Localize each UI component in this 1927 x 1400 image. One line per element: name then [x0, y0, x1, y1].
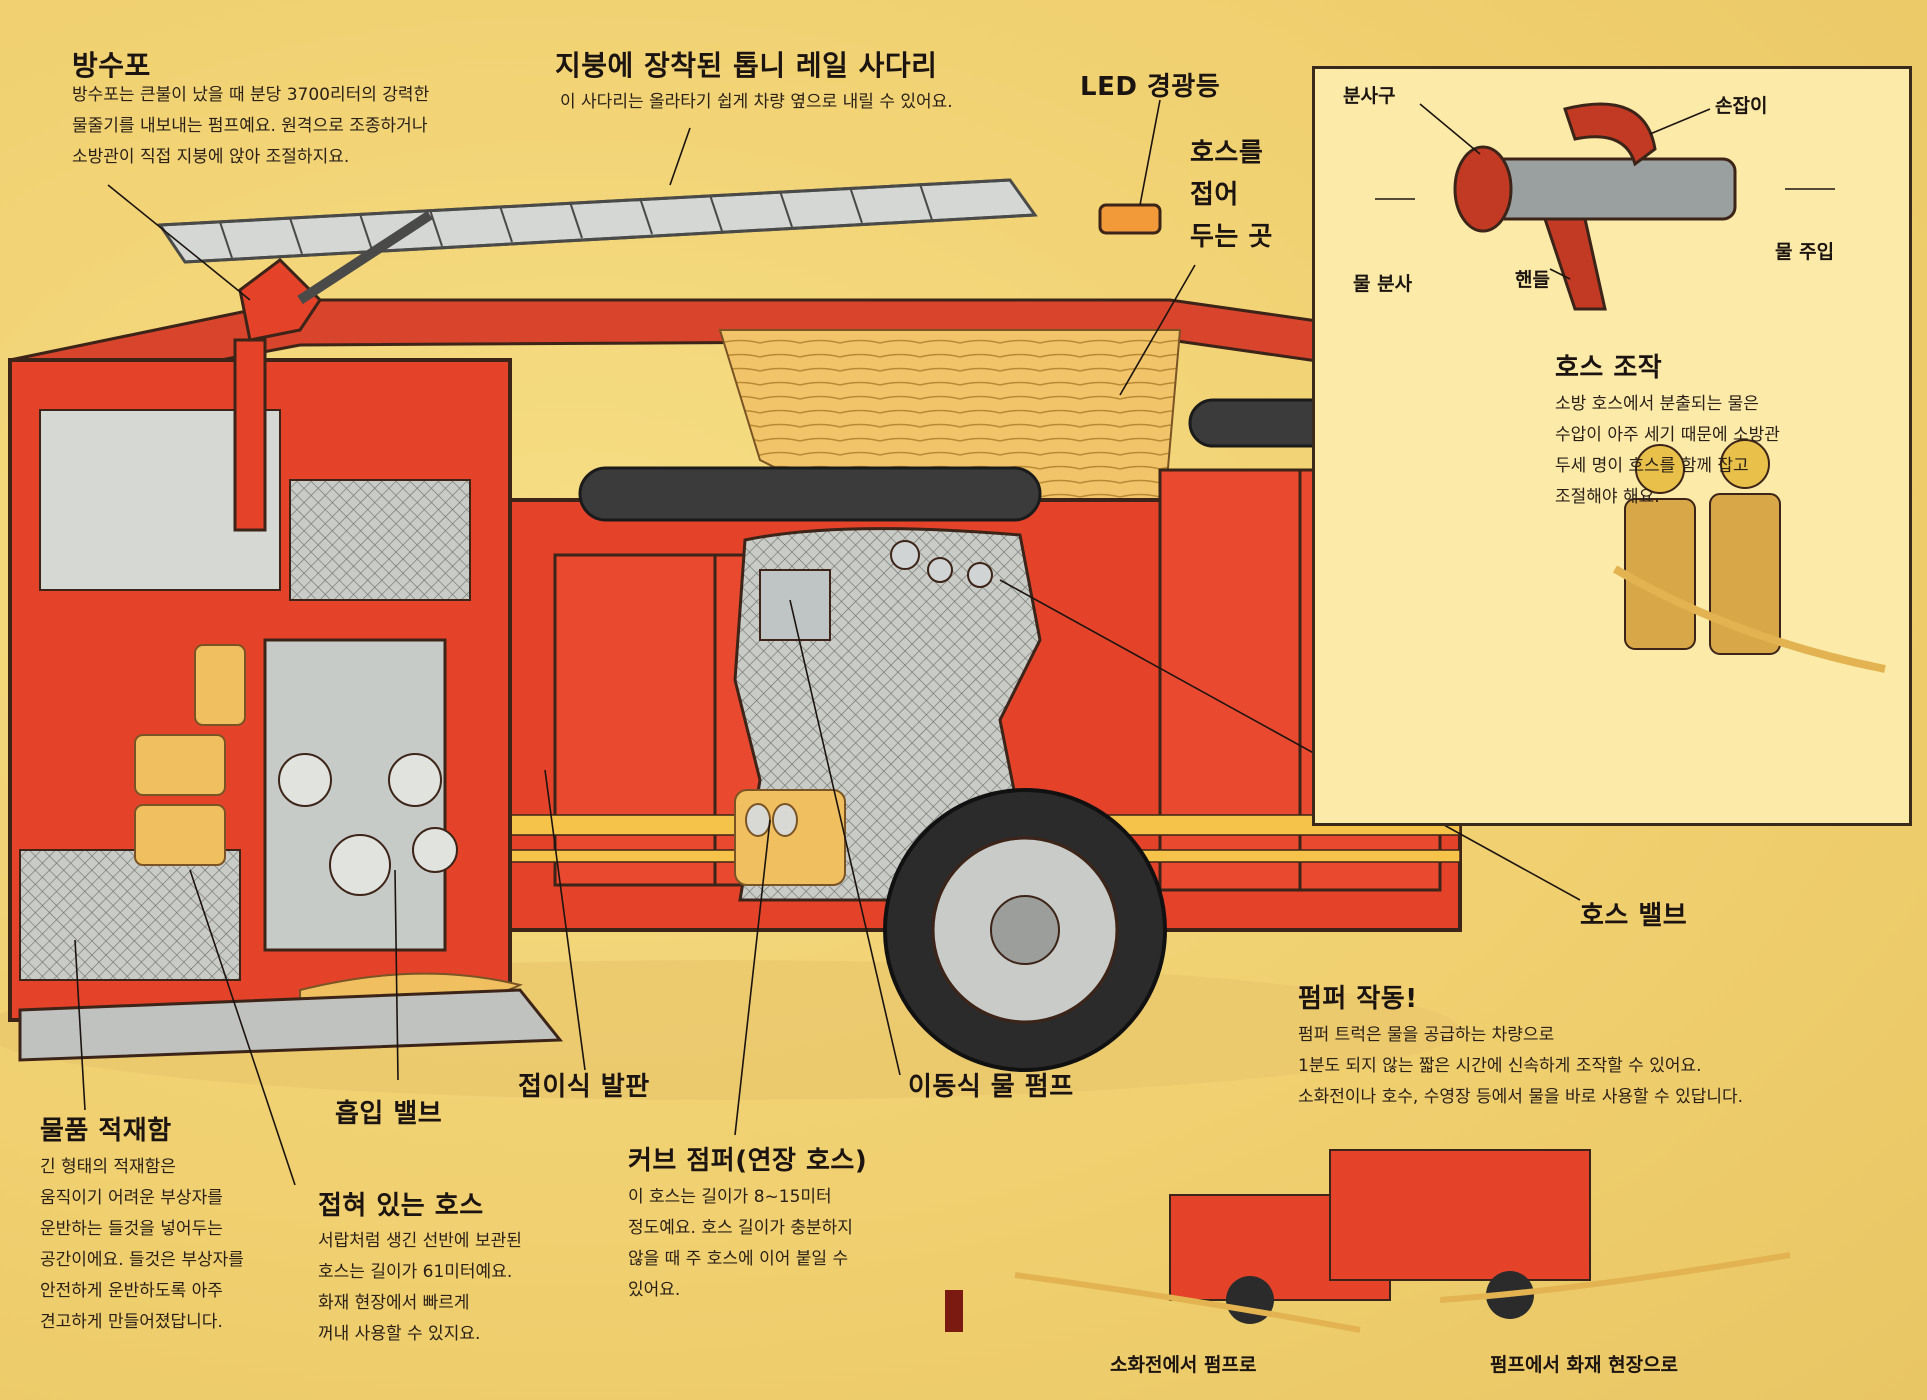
rear-wheel: [883, 788, 1167, 1072]
storage-line: 공간이에요. 들것은 부상자를: [40, 1250, 244, 1270]
hose-valve-title: 호스 밸브: [1580, 901, 1688, 931]
water-cannon-line: 방수포는 큰불이 났을 때 분당 3700리터의 강력한: [72, 85, 430, 105]
label-handle: 핸들: [1515, 269, 1550, 291]
curb-jumper-body: 이 호스는 길이가 8~15미터 정도예요. 호스 길이가 충분하지 않을 때 …: [628, 1182, 853, 1306]
hose-bed-line: 접어: [1190, 180, 1239, 210]
intake-valve-title: 흡입 밸브: [335, 1099, 443, 1129]
ladder-title: 지붕에 장착된 톱니 레일 사다리: [555, 49, 938, 82]
folding-step-title: 접이식 발판: [518, 1072, 650, 1102]
hose-operation-line: 두세 명이 호스를 함께 잡고: [1555, 456, 1749, 476]
storage-body: 긴 형태의 적재함은 움직이기 어려운 부상자를 운반하는 들것을 넣어두는 공…: [40, 1152, 244, 1338]
folded-hose-line: 꺼내 사용할 수 있지요.: [318, 1324, 481, 1344]
water-cannon-title: 방수포: [72, 49, 151, 82]
hose-operation-body: 소방 호스에서 분출되는 물은 수압이 아주 세기 때문에 소방관 두세 명이 …: [1555, 389, 1780, 513]
hose-operation-title: 호스 조작: [1555, 353, 1663, 383]
hose-bed-title: 호스를 접어 두는 곳: [1190, 132, 1273, 258]
caption-hydrant-to-pump: 소화전에서 펌프로: [1110, 1354, 1257, 1376]
hose-bed-line: 두는 곳: [1190, 222, 1273, 252]
pumper-diagram: [945, 1149, 1791, 1333]
folded-hose-body: 서랍처럼 생긴 선반에 보관된 호스는 길이가 61미터예요. 화재 현장에서 …: [318, 1226, 522, 1350]
storage-line: 안전하게 운반하도록 아주: [40, 1281, 223, 1301]
water-cannon-body: 방수포는 큰불이 났을 때 분당 3700리터의 강력한 물줄기를 내보내는 펌…: [72, 80, 512, 173]
curb-jumper-line: 정도예요. 호스 길이가 충분하지: [628, 1218, 853, 1238]
storage-line: 견고하게 만들어졌답니다.: [40, 1312, 223, 1332]
pumper-line: 펌퍼 트럭은 물을 공급하는 차량으로: [1298, 1025, 1555, 1045]
hose-operation-line: 수압이 아주 세기 때문에 소방관: [1555, 425, 1780, 445]
folded-hose-line: 화재 현장에서 빠르게: [318, 1293, 470, 1313]
water-cannon-line: 소방관이 직접 지붕에 앉아 조절하지요.: [72, 147, 350, 167]
folded-hose-line: 서랍처럼 생긴 선반에 보관된: [318, 1231, 522, 1251]
roof-ladder: [157, 178, 1038, 264]
label-water-inlet: 물 주입: [1775, 241, 1835, 263]
portable-pump-title: 이동식 물 펌프: [908, 1072, 1074, 1102]
label-grip: 손잡이: [1715, 95, 1768, 117]
nozzle-illustration: [1375, 102, 1886, 673]
pumper-title: 펌퍼 작동!: [1298, 984, 1418, 1014]
storage-line: 긴 형태의 적재함은: [40, 1157, 176, 1177]
led-light-title: LED 경광등: [1080, 72, 1221, 102]
hose-operation-line: 소방 호스에서 분출되는 물은: [1555, 394, 1759, 414]
pumper-line: 소화전이나 호수, 수영장 등에서 물을 바로 사용할 수 있답니다.: [1298, 1087, 1744, 1107]
label-spray-tip: 분사구: [1343, 85, 1396, 107]
pumper-line: 1분도 되지 않는 짧은 시간에 신속하게 조작할 수 있어요.: [1298, 1056, 1702, 1076]
folded-hose-title: 접혀 있는 호스: [318, 1191, 484, 1221]
pumper-body: 펌퍼 트럭은 물을 공급하는 차량으로 1분도 되지 않는 짧은 시간에 신속하…: [1298, 1020, 1743, 1113]
curb-jumper-line: 이 호스는 길이가 8~15미터: [628, 1187, 832, 1207]
curb-jumper-line: 있어요.: [628, 1280, 681, 1300]
storage-line: 움직이기 어려운 부상자를: [40, 1188, 223, 1208]
folded-hose-line: 호스는 길이가 61미터예요.: [318, 1262, 513, 1282]
water-cannon-line: 물줄기를 내보내는 펌프예요. 원격으로 조종하거나: [72, 116, 428, 136]
curb-jumper-line: 않을 때 주 호스에 이어 붙일 수: [628, 1249, 849, 1269]
ladder-body: 이 사다리는 올라타기 쉽게 차량 옆으로 내릴 수 있어요.: [560, 92, 953, 112]
storage-line: 운반하는 들것을 넣어두는: [40, 1219, 223, 1239]
storage-title: 물품 적재함: [40, 1116, 172, 1146]
water-cannon: [233, 210, 433, 532]
curb-jumper-title: 커브 점퍼(연장 호스): [628, 1146, 868, 1176]
caption-pump-to-fire: 펌프에서 화재 현장으로: [1490, 1354, 1679, 1376]
hose-bed-line: 호스를: [1190, 138, 1264, 168]
nozzle-inset-panel: 분사구 손잡이 물 주입 물 분사 핸들 호스 조작 소방 호스에서 분출되는 …: [1312, 66, 1912, 826]
hose-operation-line: 조절해야 해요.: [1555, 487, 1660, 507]
label-water-spray: 물 분사: [1353, 273, 1413, 295]
